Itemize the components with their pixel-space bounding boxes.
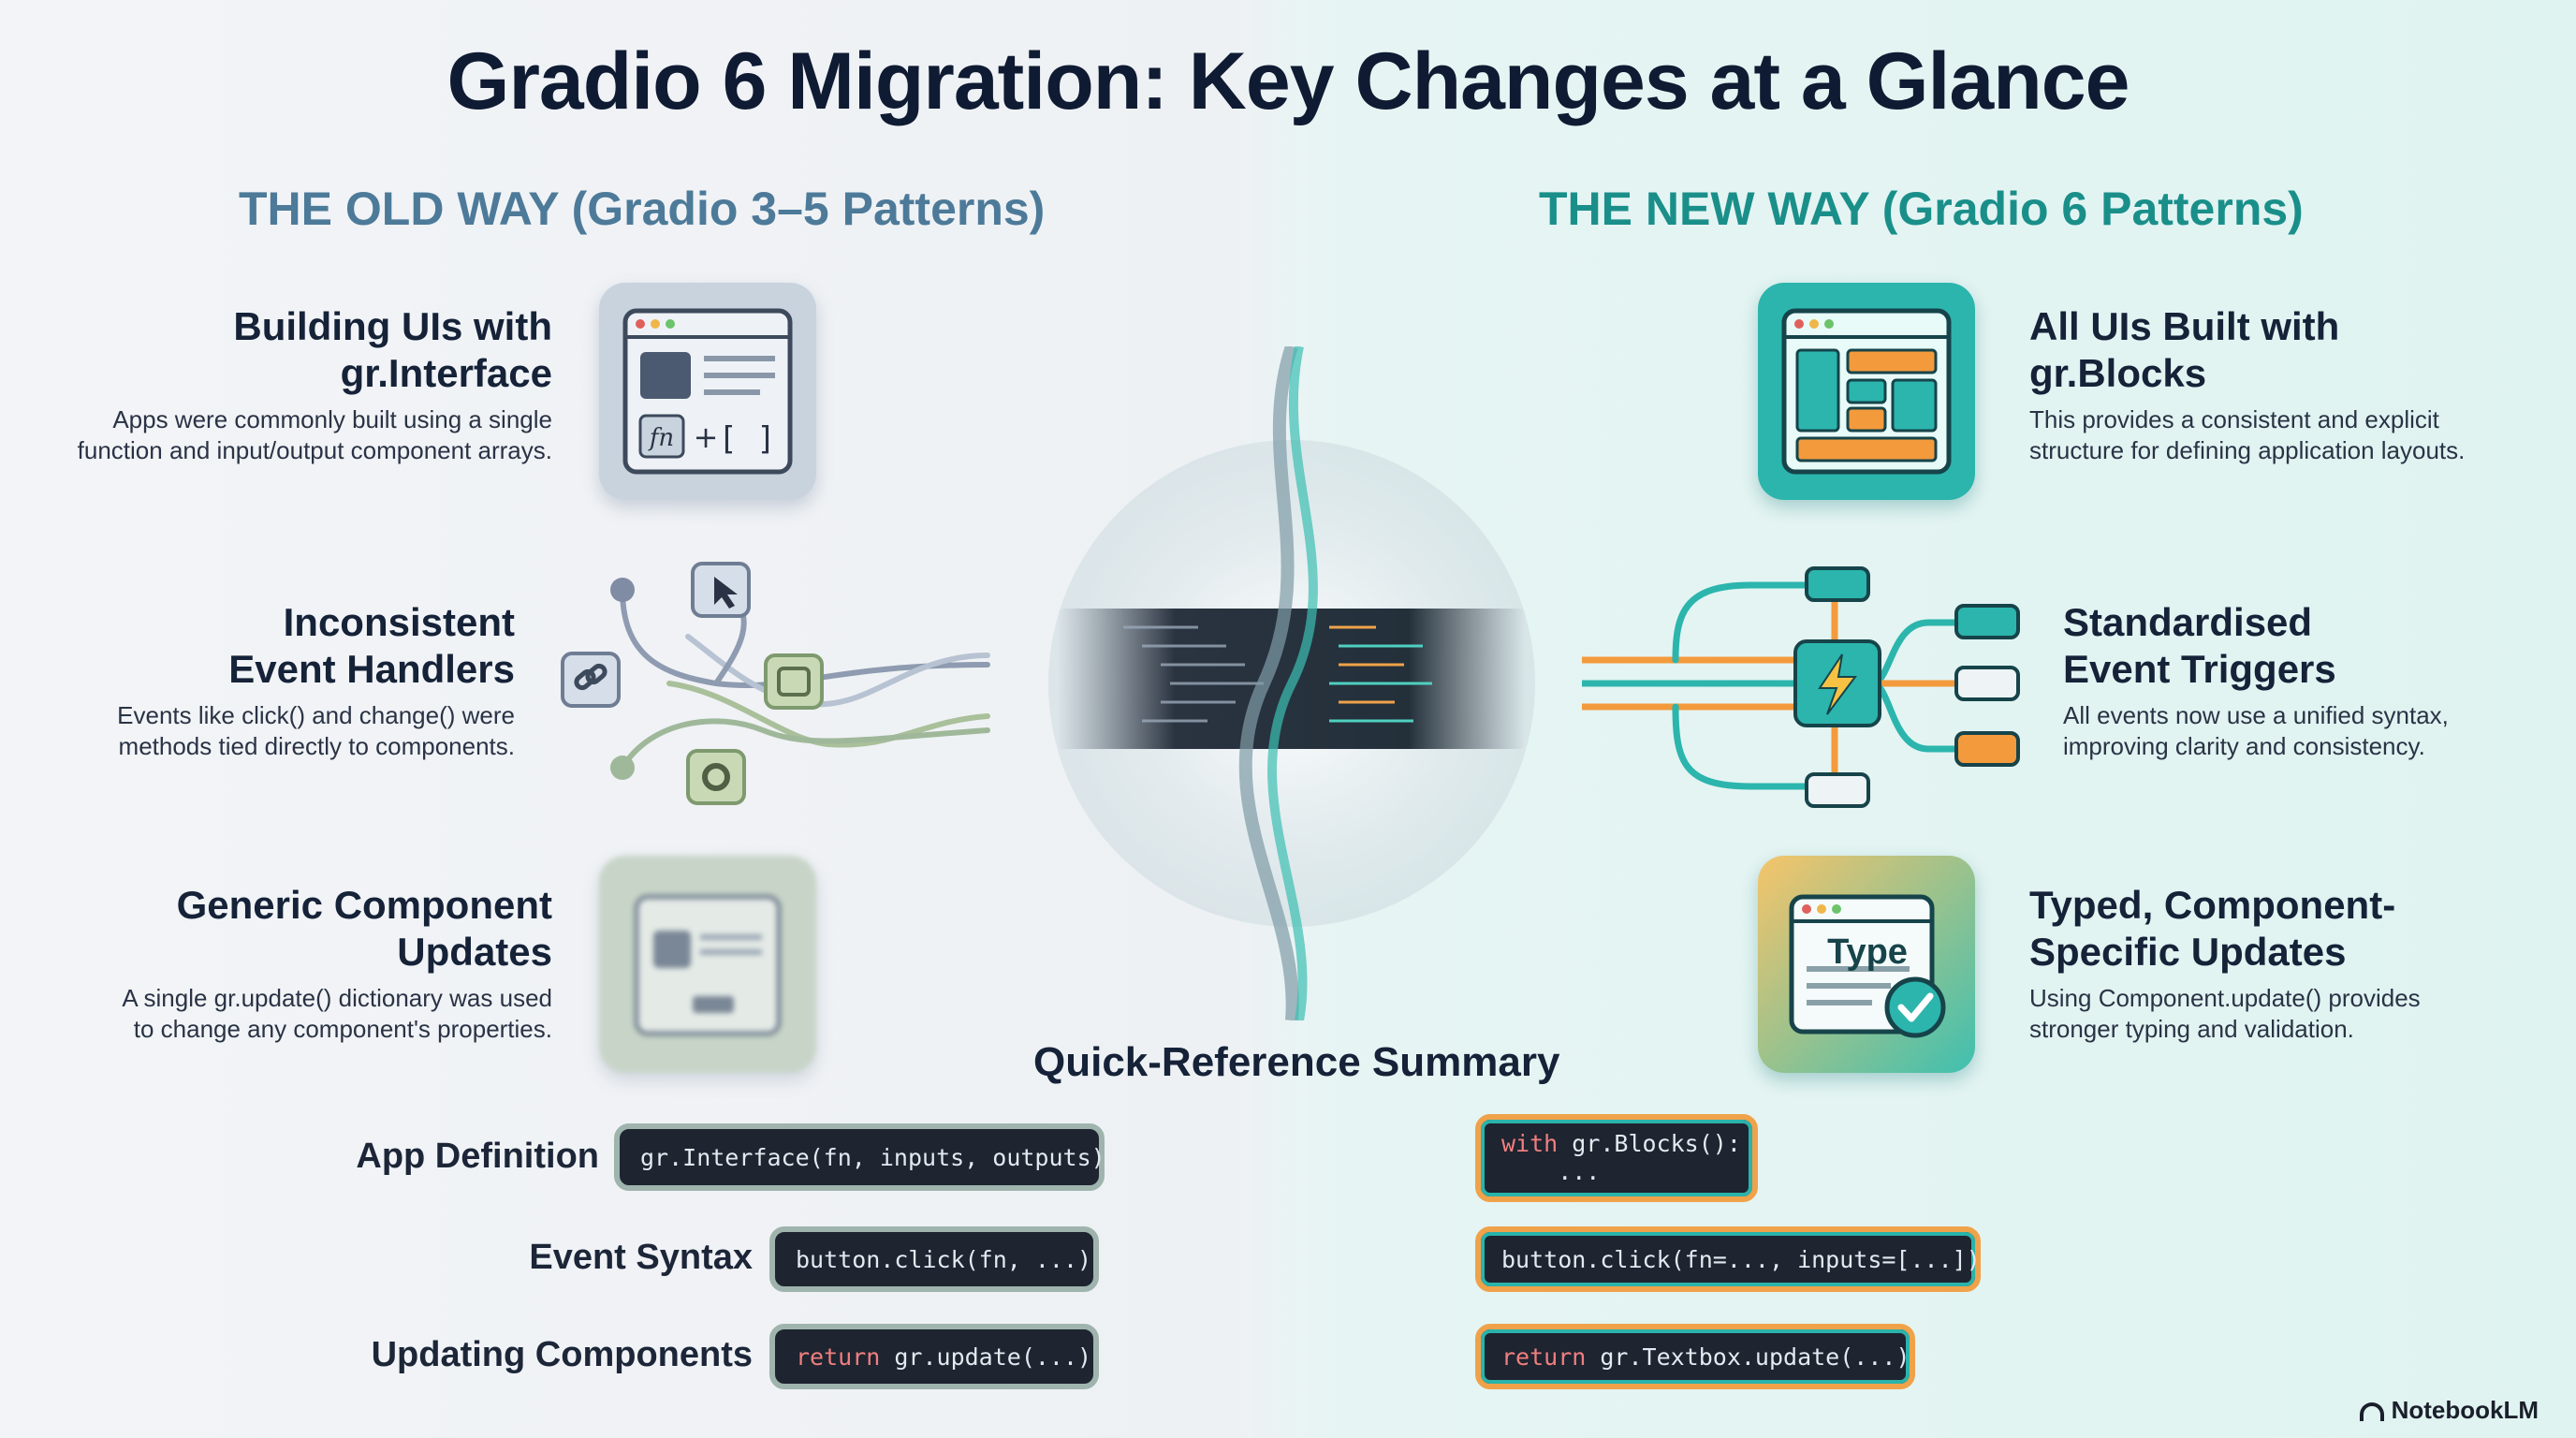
blocks-icon bbox=[1758, 283, 1975, 500]
new-code-event-syntax: button.click(fn=..., inputs=[...]) bbox=[1475, 1226, 1981, 1292]
svg-text:fn: fn bbox=[648, 424, 674, 452]
qr-label-updating-components: Updating Components bbox=[371, 1335, 753, 1374]
old-code-app-definition: gr.Interface(fn, inputs, outputs) bbox=[614, 1123, 1105, 1191]
old-code-event-syntax: button.click(fn, ...) bbox=[769, 1226, 1099, 1292]
interface-icon: fn + [ ] bbox=[599, 283, 816, 500]
old-feature-interface: Building UIs with gr.Interface Apps were… bbox=[77, 304, 552, 464]
old-feature-event-handlers: Inconsistent Event Handlers Events like … bbox=[117, 600, 515, 760]
blurred-update-icon bbox=[599, 856, 816, 1073]
old-way-heading: THE OLD WAY (Gradio 3–5 Patterns) bbox=[239, 183, 1046, 235]
new-code-updating-components: return gr.Textbox.update(...) bbox=[1475, 1324, 1915, 1389]
svg-text:+: + bbox=[694, 419, 719, 455]
typed-update-icon bbox=[1758, 856, 1975, 1073]
type-icon-label: Type bbox=[1827, 932, 1908, 972]
new-feature-typed-updates: Typed, Component- Specific Updates Using… bbox=[2029, 883, 2421, 1043]
new-way-heading: THE NEW WAY (Gradio 6 Patterns) bbox=[1539, 183, 2304, 235]
transition-graphic bbox=[1048, 346, 1535, 1020]
qr-label-event-syntax: Event Syntax bbox=[529, 1238, 753, 1277]
tangled-events-icon bbox=[561, 562, 990, 805]
old-code-updating-components: return gr.update(...) bbox=[769, 1324, 1099, 1389]
brand-logo: NotebookLM bbox=[2359, 1396, 2539, 1425]
quick-reference-title: Quick-Reference Summary bbox=[1033, 1039, 1560, 1085]
svg-text:[ ]: [ ] bbox=[718, 420, 775, 458]
new-code-app-definition: with gr.Blocks(): ... bbox=[1475, 1114, 1758, 1202]
new-feature-blocks: All UIs Built with gr.Blocks This provid… bbox=[2029, 304, 2466, 464]
page-title: Gradio 6 Migration: Key Changes at a Gla… bbox=[446, 37, 2130, 126]
qr-label-app-definition: App Definition bbox=[356, 1137, 599, 1176]
notebook-icon bbox=[2359, 1402, 2384, 1422]
new-feature-event-triggers: Standardised Event Triggers All events n… bbox=[2063, 600, 2449, 760]
event-triggers-icon bbox=[1582, 566, 2020, 808]
old-feature-generic-updates: Generic Component Updates A single gr.up… bbox=[122, 883, 552, 1043]
